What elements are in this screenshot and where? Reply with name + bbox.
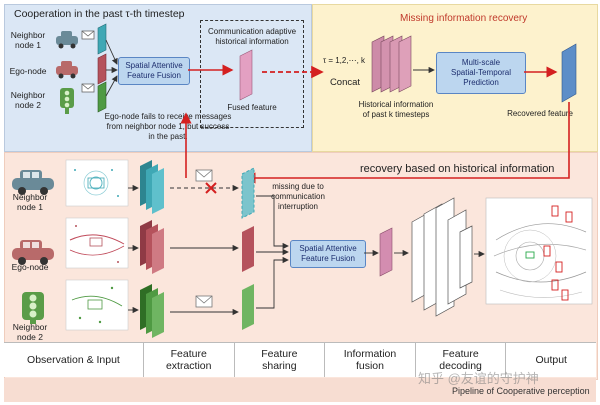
top-neighbor-node-1-label: Neighbor node 1 (10, 30, 46, 50)
sharing-envelope-neighbor-2 (195, 295, 213, 308)
recovery-label: recovery based on historical information (360, 163, 555, 175)
comm-adaptive-box (200, 20, 304, 128)
pointcloud-thumb-neighbor-2 (65, 279, 129, 331)
tau-range-label: τ = 1,2,⋯, k (322, 56, 366, 65)
top-message-envelope-2 (81, 83, 95, 93)
interruption-x-mark (205, 182, 217, 194)
main-fused-feature-slab (379, 227, 393, 277)
missing-recovery-title: Missing information recovery (400, 13, 528, 24)
fused-feature-slab (239, 49, 253, 101)
extractor-stack-ego (140, 220, 164, 274)
output-detection-map (485, 197, 593, 305)
concat-label: Concat (329, 77, 361, 88)
main-car-icon-ego (12, 240, 54, 265)
recovered-feature-slab (561, 43, 577, 103)
stage-feature-sharing: Feature sharing (235, 343, 326, 377)
stage-feature-decoding: Feature decoding (416, 343, 507, 377)
sharing-envelope-neighbor-1 (195, 169, 213, 182)
top-feature-slab-neighbor-1 (97, 23, 107, 55)
pointcloud-thumb-ego (65, 217, 129, 269)
failure-note: Ego-node fails to receive messages from … (104, 112, 232, 141)
top-ego-node-label: Ego-node (9, 66, 47, 76)
extractor-stack-neighbor-2 (140, 284, 164, 338)
top-car-icon-ego (56, 61, 78, 79)
stage-output: Output (535, 354, 567, 366)
pipeline-caption: Pipeline of Cooperative perception (452, 386, 590, 396)
watermark: 知乎 @友谊的守护神 (418, 371, 539, 386)
decoder-stack (411, 197, 473, 317)
main-neighbor-node-1-label: Neighbor node 1 (12, 192, 48, 212)
main-spatial-fusion-box: Spatial Attentive Feature Fusion (290, 240, 366, 268)
cooperation-title: Cooperation in the past τ-th timestep (14, 8, 185, 20)
top-car-icon-1 (56, 31, 78, 49)
main-ego-node-label: Ego-node (11, 262, 49, 272)
stage-feature-extraction: Feature extraction (144, 343, 235, 377)
multiscale-prediction-box: Multi-scale Spatial-Temporal Prediction (436, 52, 526, 94)
top-neighbor-node-2-label: Neighbor node 2 (10, 90, 46, 110)
comm-adaptive-label: Communication adaptive historical inform… (207, 27, 297, 46)
top-feature-slab-neighbor-2 (97, 81, 107, 113)
main-neighbor-node-2-label: Neighbor node 2 (12, 322, 48, 342)
stage-information-fusion: Information fusion (325, 343, 416, 377)
neighbor-2-shared-feature-slab (242, 284, 254, 330)
pipeline-stage-row: Observation & Input Feature extraction F… (4, 342, 596, 377)
main-traffic-light-icon (22, 292, 44, 324)
recovery-connector (244, 102, 570, 184)
ego-shared-feature-slab (242, 226, 254, 272)
recovered-feature-label: Recovered feature (507, 109, 573, 118)
footer-band (4, 378, 596, 402)
missing-feature-slab (241, 167, 255, 219)
fused-feature-label: Fused feature (227, 103, 277, 112)
pointcloud-thumb-neighbor-1 (65, 159, 129, 207)
missing-interruption-label: missing due to communication interruptio… (271, 182, 325, 211)
extractor-stack-neighbor-1 (140, 160, 164, 214)
historical-feature-stack (371, 35, 412, 93)
main-car-icon-neighbor-1 (12, 170, 54, 195)
top-message-envelope-1 (81, 30, 95, 40)
top-traffic-light-icon (60, 88, 74, 114)
top-feature-slab-ego (97, 53, 107, 85)
stage-observation-input: Observation & Input (4, 343, 144, 377)
top-spatial-fusion-box: Spatial Attentive Feature Fusion (118, 57, 190, 85)
historical-info-label: Historical information of past k timeste… (358, 100, 434, 119)
